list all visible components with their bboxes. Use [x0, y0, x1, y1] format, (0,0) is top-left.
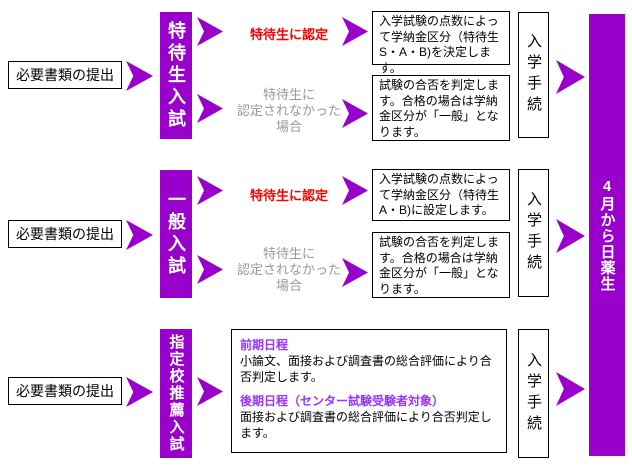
exam-track-box-ippan: 一般入試	[160, 170, 192, 298]
arrow-right-icon	[126, 220, 153, 250]
not-certified-label: 特待生に 認定されなかった 場合	[236, 246, 341, 293]
arrow-right-icon	[197, 377, 223, 406]
arrow-right-icon	[197, 94, 223, 123]
certified-label: 特待生に認定	[249, 188, 328, 203]
schedule1-description: 小論文、面接および調査書の総合評価により合 否判定します。	[240, 354, 492, 384]
schedule1-heading: 前期日程	[240, 338, 289, 352]
enrollment-procedure-box: 入学手続	[518, 169, 549, 297]
certified-description-box: 入学試験の点数によっ て学納金区分（特待生 A・B)に設定します。	[372, 169, 510, 221]
not-certified-description-box: 試験の合否を判定しま す。合格の場合は学納 金区分が「一般」とな ります。	[372, 232, 510, 298]
exam-track-box-tokutaisei: 特待生入試	[160, 12, 192, 139]
required-documents-box: 必要書類の提出	[8, 61, 122, 89]
enrollment-procedure-box: 入学手続	[518, 329, 549, 458]
required-documents-box: 必要書類の提出	[8, 220, 122, 248]
certified-description-box: 入学試験の点数によっ て学納金区分（特待生 S・A・B)を決定します。	[372, 11, 510, 75]
certified-label: 特待生に認定	[249, 27, 328, 42]
schedule2-description: 面接および調査書の総合評価により合否判定し ます。	[240, 410, 492, 440]
result-bar: 4月から日薬生	[589, 14, 625, 456]
exam-track-box-shiteiko: 指定校推薦入試	[160, 329, 192, 458]
required-documents-box: 必要書類の提出	[8, 377, 122, 405]
arrow-right-icon	[126, 61, 153, 91]
arrow-right-icon	[197, 176, 223, 205]
arrow-right-icon	[556, 219, 585, 253]
schedule2-heading: 後期日程（センター試験受験者対象）	[240, 394, 445, 408]
recommendation-description-box: 前期日程 小論文、面接および調査書の総合評価により合 否判定します。 後期日程（…	[231, 329, 507, 453]
arrow-right-icon	[197, 255, 223, 284]
not-certified-label: 特待生に 認定されなかった 場合	[236, 87, 341, 134]
arrow-right-icon	[556, 372, 585, 406]
not-certified-description-box: 試験の合否を判定しま す。合格の場合は学納 金区分が「一般」とな ります。	[372, 75, 510, 141]
enrollment-procedure-box: 入学手続	[518, 12, 549, 138]
arrow-right-icon	[126, 377, 153, 407]
arrow-right-icon	[197, 17, 223, 46]
arrow-right-icon	[556, 60, 585, 94]
